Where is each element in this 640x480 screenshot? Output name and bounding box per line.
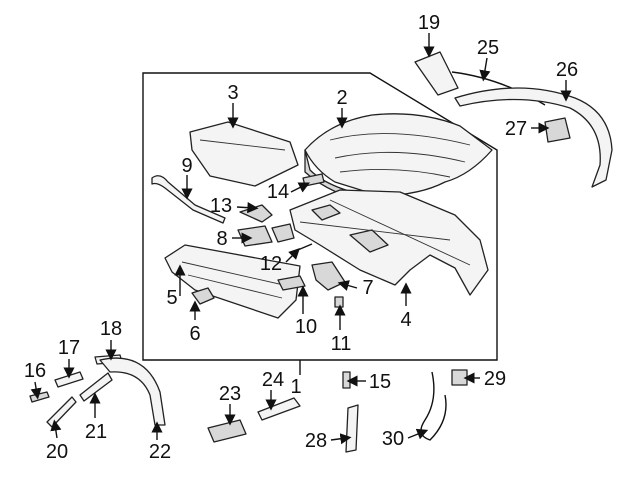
callout-15: 15	[369, 371, 391, 393]
callout-2: 2	[336, 87, 347, 109]
callout-22: 22	[149, 441, 171, 463]
part-24-cover	[257, 397, 301, 421]
callout-18: 18	[100, 318, 122, 340]
part-22-arch	[99, 357, 166, 426]
callout-26: 26	[556, 59, 578, 81]
part-21-strip	[79, 372, 113, 402]
callout-7: 7	[362, 277, 373, 299]
part-8b-hinge	[271, 223, 295, 243]
part-6-clip	[191, 287, 215, 305]
callout-21: 21	[85, 421, 107, 443]
tonneau-frame	[289, 189, 489, 296]
callout-29: 29	[484, 368, 506, 390]
callout-10: 10	[295, 316, 317, 338]
assembly-frame	[142, 72, 498, 361]
callout-11: 11	[331, 333, 352, 355]
callout-27: 27	[505, 118, 527, 140]
part-7-lock	[311, 261, 346, 291]
part-19-panel	[414, 51, 459, 96]
callout-12: 12	[260, 253, 282, 275]
part-9-seal-strip	[151, 175, 226, 224]
callout-3: 3	[227, 82, 238, 104]
callout-23: 23	[219, 383, 241, 405]
part-8-hinge	[237, 225, 273, 247]
part-2-top-cover	[304, 113, 493, 206]
leader-lines	[30, 33, 572, 445]
callout-13: 13	[210, 195, 232, 217]
callout-20: 20	[46, 441, 68, 463]
callout-19: 19	[418, 12, 440, 34]
part-11-bolt	[334, 296, 344, 308]
callout-8: 8	[216, 228, 227, 250]
callout-4: 4	[400, 309, 411, 331]
part-26-rail	[454, 87, 613, 188]
callout-1: 1	[290, 376, 301, 398]
part-15-clip	[342, 371, 351, 389]
callout-17: 17	[58, 337, 80, 359]
callout-labels: 1 2 3 4 5 6 7 8 9 10 11 12 13 14 15 16 1…	[24, 12, 578, 463]
callout-14: 14	[267, 181, 289, 203]
part-30-harness	[420, 371, 447, 441]
callout-25: 25	[477, 37, 499, 59]
part-17-strip	[54, 371, 84, 388]
part-29-connector	[451, 369, 468, 386]
part-28-strut	[345, 404, 359, 453]
part-27-clip	[544, 117, 571, 143]
callout-16: 16	[24, 360, 46, 382]
part-12-rod	[292, 243, 313, 253]
callout-28: 28	[305, 430, 327, 452]
callout-9: 9	[181, 155, 192, 177]
part-23-pad	[207, 419, 247, 443]
part-20-strip	[46, 396, 77, 428]
callout-5: 5	[166, 287, 177, 309]
callout-24: 24	[262, 369, 284, 391]
part-3-storage-panel	[189, 121, 299, 187]
part-16-strip	[29, 391, 50, 403]
callout-6: 6	[189, 323, 200, 345]
callout-30: 30	[382, 428, 404, 450]
